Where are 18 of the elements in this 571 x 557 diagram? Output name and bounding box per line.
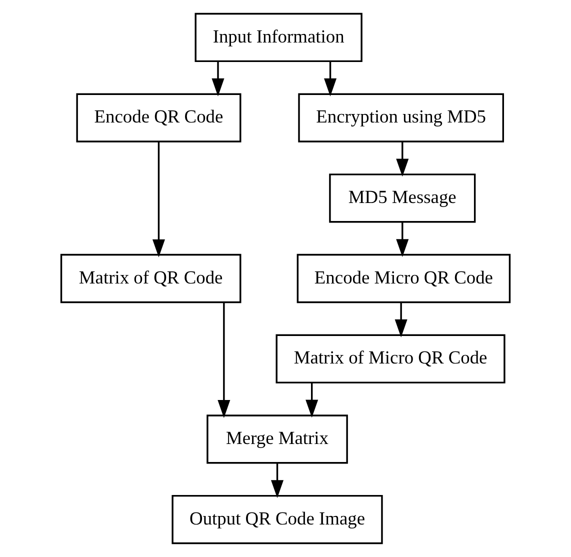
arrow — [271, 463, 284, 498]
arrow — [218, 302, 230, 418]
node-box: Encode QR Code — [76, 93, 242, 142]
arrow — [394, 302, 408, 338]
arrow — [324, 62, 337, 96]
arrow — [306, 382, 318, 418]
node-box: Merge Matrix — [206, 414, 348, 464]
node-box: MD5 Message — [329, 174, 476, 223]
arrow — [152, 142, 165, 258]
node-box: Input Information — [194, 12, 362, 62]
node-box: Output QR Code Image — [172, 494, 383, 544]
node-box: Encryption using MD5 — [298, 93, 504, 142]
node-box: Matrix of QR Code — [60, 254, 242, 304]
node-box: Encode Micro QR Code — [296, 254, 511, 304]
arrow — [212, 62, 224, 96]
node-box: Matrix of Micro QR Code — [276, 334, 506, 384]
arrow — [396, 142, 409, 177]
arrow — [396, 222, 409, 257]
